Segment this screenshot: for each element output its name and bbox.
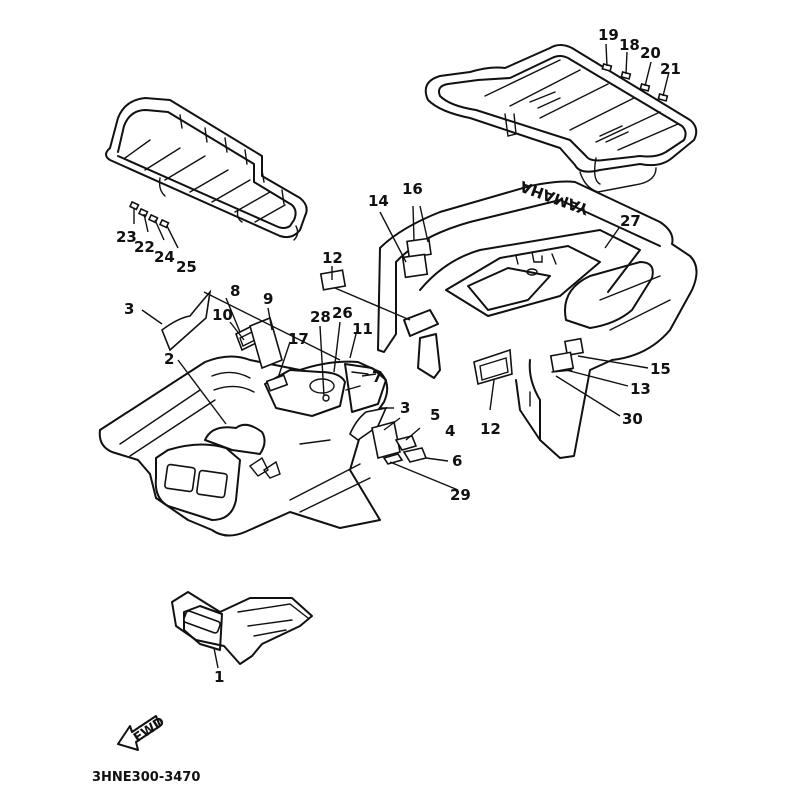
rear-decals — [319, 237, 585, 386]
callout-3-left: 3 — [124, 300, 134, 318]
leader-lines — [133, 43, 670, 669]
callout-6: 6 — [452, 452, 462, 470]
front-cover-part-1 — [171, 591, 313, 665]
drawing-code: 3HNE300-3470 — [92, 770, 200, 785]
callout-10: 10 — [212, 306, 233, 324]
callout-8: 8 — [230, 282, 240, 300]
callout-21: 21 — [660, 60, 681, 78]
decal-set-front — [128, 200, 170, 229]
callout-23: 23 — [116, 228, 137, 246]
callout-18: 18 — [619, 36, 640, 54]
callout-27: 27 — [620, 212, 641, 230]
callout-15: 15 — [650, 360, 671, 378]
callout-5: 5 — [430, 406, 440, 424]
callout-25: 25 — [176, 258, 197, 276]
front-decals — [161, 289, 428, 465]
front-fender — [98, 355, 389, 537]
callout-11: 11 — [352, 320, 373, 338]
callout-7: 7 — [372, 368, 382, 386]
yamaha-logo-text: YAMAHA — [517, 177, 592, 219]
callout-17: 17 — [288, 330, 309, 348]
rear-carrier — [424, 44, 698, 193]
callout-12-left: 12 — [322, 249, 343, 267]
callout-4: 4 — [445, 422, 455, 440]
callout-26: 26 — [332, 304, 353, 322]
callout-24: 24 — [154, 248, 175, 266]
callout-19: 19 — [598, 26, 619, 44]
callout-16: 16 — [402, 180, 423, 198]
callout-1: 1 — [214, 668, 224, 686]
callout-9: 9 — [263, 290, 273, 308]
callout-3-right: 3 — [400, 399, 410, 417]
callout-22: 22 — [134, 238, 155, 256]
callout-29: 29 — [450, 486, 471, 504]
rear-fender: YAMAHA — [377, 177, 698, 459]
front-carrier — [105, 97, 308, 241]
callout-2: 2 — [164, 350, 174, 368]
fwd-arrow-icon: FWD — [117, 714, 168, 751]
callout-20: 20 — [640, 44, 661, 62]
callout-28: 28 — [310, 308, 331, 326]
callout-30: 30 — [622, 410, 643, 428]
callout-12-right: 12 — [480, 420, 501, 438]
callout-14: 14 — [368, 192, 389, 210]
callouts: 19 18 20 21 23 22 24 25 3 2 8 10 9 17 28… — [116, 26, 681, 686]
callout-13: 13 — [630, 380, 651, 398]
decal-set-rear — [601, 63, 669, 102]
